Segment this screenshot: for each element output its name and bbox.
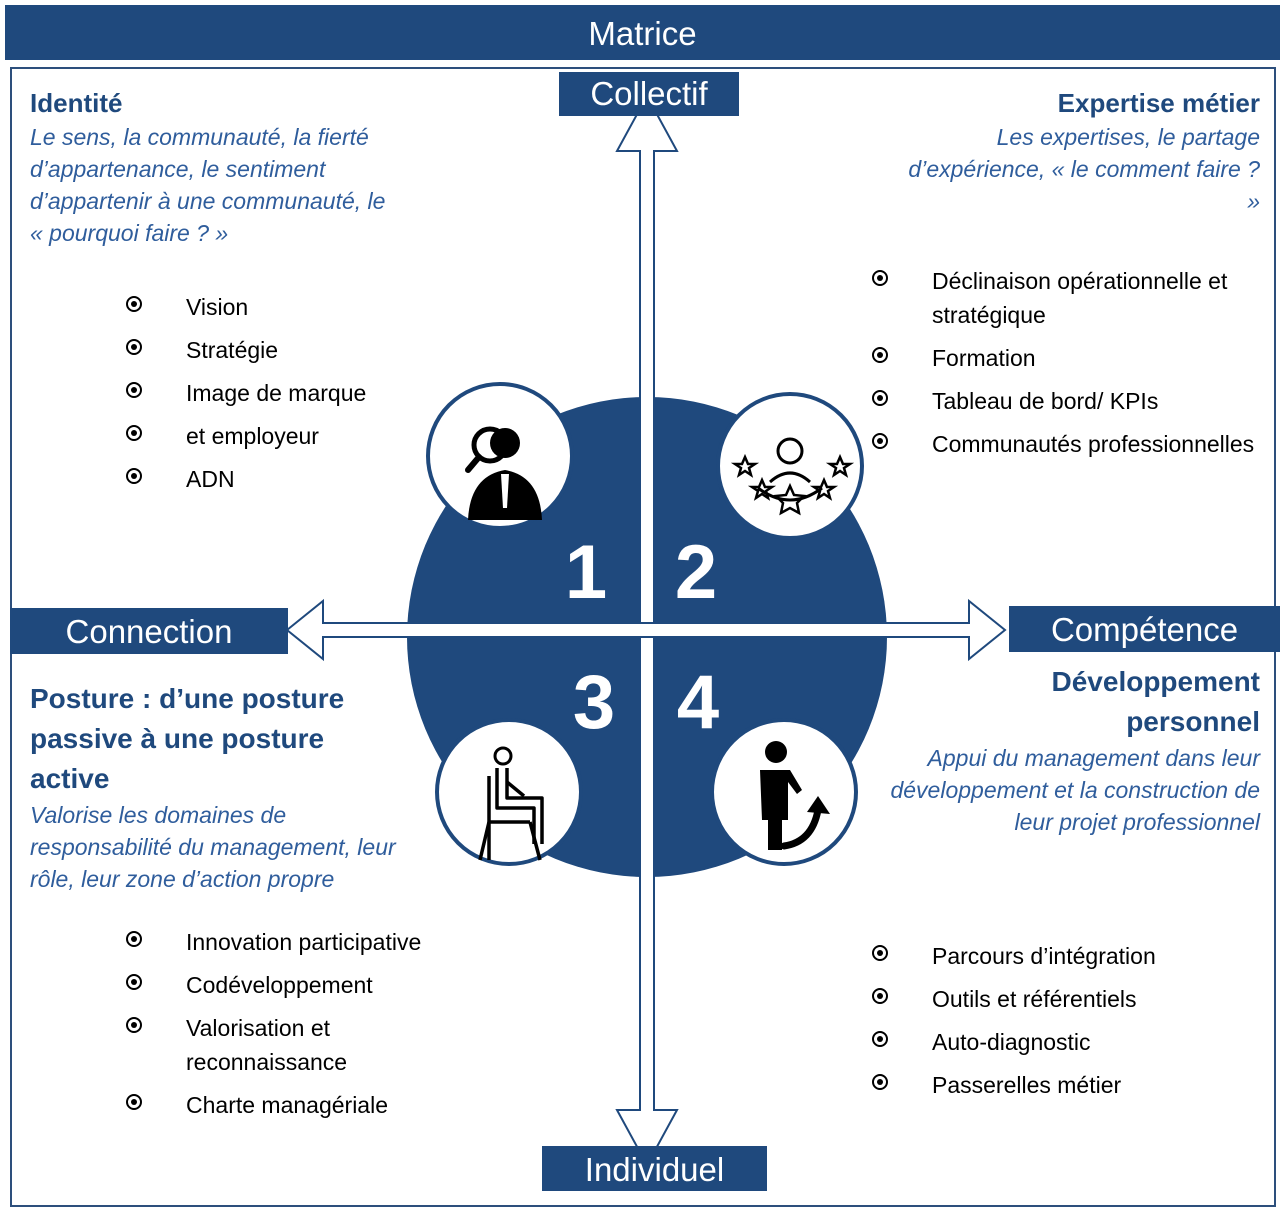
radio-bullet-icon (872, 270, 888, 286)
radio-bullet-icon (872, 1074, 888, 1090)
radio-bullet-icon (126, 468, 142, 484)
person-magnifier-icon (426, 382, 574, 530)
radio-bullet-icon (872, 945, 888, 961)
radio-bullet-icon (126, 974, 142, 990)
list-item: Formation (872, 341, 1267, 375)
radio-bullet-icon (872, 1031, 888, 1047)
quadrant-2-description: Les expertises, le partage d’expérience,… (908, 124, 1260, 214)
quadrant-1-list: Vision Stratégie Image de marque et empl… (126, 290, 426, 505)
list-item: Codéveloppement (126, 968, 426, 1002)
list-item: Communautés professionnelles (872, 427, 1267, 461)
quadrant-3-description: Valorise les domaines de responsabilité … (30, 802, 396, 892)
person-growth-arrow-icon (710, 718, 858, 866)
radio-bullet-icon (126, 339, 142, 355)
radio-bullet-icon (872, 433, 888, 449)
radio-bullet-icon (872, 390, 888, 406)
list-item: Déclinaison opérationnelle et stratégiqu… (872, 264, 1267, 332)
radio-bullet-icon (126, 296, 142, 312)
quadrant-4-title: Développement personnel (1051, 666, 1261, 737)
quadrant-1: Identité Le sens, la communauté, la fier… (30, 88, 390, 249)
axis-label-left: Connection (10, 608, 288, 654)
axis-label-right: Compétence (1009, 606, 1280, 652)
list-item: Passerelles métier (872, 1068, 1252, 1102)
quadrant-2-list: Déclinaison opérationnelle et stratégiqu… (872, 264, 1267, 470)
axis-label-top: Collectif (559, 72, 739, 116)
quadrant-2-title: Expertise métier (1057, 88, 1260, 118)
radio-bullet-icon (126, 1017, 142, 1033)
radio-bullet-icon (126, 382, 142, 398)
list-item: Vision (126, 290, 426, 324)
matrix-title: Matrice (5, 5, 1280, 60)
team-stars-icon (716, 392, 864, 540)
quadrant-1-title: Identité (30, 88, 123, 118)
list-item: Outils et référentiels (872, 982, 1252, 1016)
axis-label-bottom: Individuel (542, 1146, 767, 1191)
quadrant-2: Expertise métier Les expertises, le part… (905, 88, 1260, 217)
list-item: Valorisation et reconnaissance (126, 1011, 426, 1079)
radio-bullet-icon (126, 425, 142, 441)
radio-bullet-icon (872, 988, 888, 1004)
list-item: Auto-diagnostic (872, 1025, 1252, 1059)
number-1: 1 (565, 530, 607, 615)
number-3: 3 (573, 660, 615, 745)
radio-bullet-icon (126, 1094, 142, 1110)
quadrant-1-description: Le sens, la communauté, la fierté d’appa… (30, 124, 386, 246)
quadrant-4-list: Parcours d’intégration Outils et référen… (872, 939, 1252, 1111)
list-item: Charte managériale (126, 1088, 426, 1122)
quadrant-3-title: Posture : d’une posture passive à une po… (30, 683, 345, 794)
list-item: Tableau de bord/ KPIs (872, 384, 1267, 418)
quadrant-4-description: Appui du management dans leur développem… (890, 745, 1260, 835)
seated-person-icon (435, 718, 583, 866)
list-item: ADN (126, 462, 426, 496)
quadrant-4: Développement personnel Appui du managem… (860, 662, 1260, 838)
list-item: Stratégie (126, 333, 426, 367)
list-item: Innovation participative (126, 925, 426, 959)
number-4: 4 (677, 660, 719, 745)
list-item: Image de marque (126, 376, 426, 410)
list-item: et employeur (126, 419, 426, 453)
radio-bullet-icon (872, 347, 888, 363)
horizontal-arrow (285, 598, 1007, 662)
number-2: 2 (675, 530, 717, 615)
radio-bullet-icon (126, 931, 142, 947)
quadrant-3: Posture : d’une posture passive à une po… (30, 679, 410, 895)
quadrant-3-list: Innovation participative Codéveloppement… (126, 925, 426, 1131)
list-item: Parcours d’intégration (872, 939, 1252, 973)
